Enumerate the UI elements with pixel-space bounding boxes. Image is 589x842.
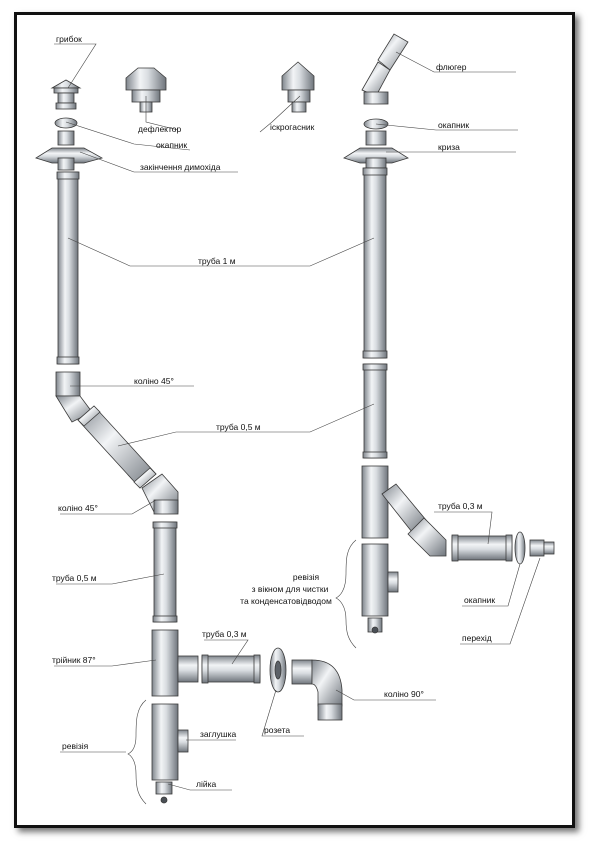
truba-1m-left	[56, 171, 80, 365]
label-revizia-right-3: та конденсатовідводом	[240, 596, 332, 606]
label-rozeta: розета	[264, 725, 290, 735]
label-revizia-right-2: з вікном для чистки	[252, 584, 329, 594]
okapnyk-ring-left	[54, 117, 78, 129]
okapnyk-side-ring	[514, 531, 526, 565]
label-grybok: грибок	[56, 34, 82, 44]
revizia-left-body	[151, 703, 189, 804]
label-revizia-right-1: ревізія	[293, 572, 320, 582]
label-triinyk-87: трійник 87°	[52, 655, 96, 665]
truba-03-horizontal-right	[451, 534, 513, 562]
kolino-90	[291, 659, 343, 721]
truba-1m-right	[362, 167, 388, 359]
label-okapnyk-top-left: окапник	[156, 140, 187, 150]
label-kolino-90: коліно 90°	[384, 689, 424, 699]
label-okapnyk-top-right: окапник	[438, 120, 469, 130]
triinyk-87-left	[151, 629, 199, 697]
label-perekhid: перехід	[462, 633, 492, 643]
label-iskrogasnyk: іскрогасник	[270, 122, 315, 132]
truba-03-horizontal-left	[201, 654, 261, 684]
leader-lines	[54, 43, 541, 805]
truba-05-right	[362, 363, 388, 459]
label-zakinchennia: закінчення димохіда	[140, 162, 221, 172]
fluger-cap	[361, 33, 409, 105]
perekhid-adapter	[529, 539, 555, 557]
diagram-frame	[14, 12, 575, 828]
label-truba-03-right: труба 0,3 м	[438, 501, 483, 511]
revizia-right-body	[361, 543, 399, 634]
label-zaglushka: заглушка	[200, 729, 236, 739]
truba-05-diagonal	[77, 405, 157, 489]
label-fluger: флюгер	[436, 62, 467, 72]
label-truba-03-left: труба 0,3 м	[202, 629, 247, 639]
grybok-cap	[50, 79, 82, 110]
zakinchennia-flashing	[35, 130, 104, 171]
truba-05-left	[152, 521, 178, 623]
label-truba-05-mid: труба 0,5 м	[216, 422, 261, 432]
kolino-45-bottom	[141, 473, 179, 515]
triinyk-45-right	[361, 465, 427, 539]
kryza-flashing	[343, 130, 409, 169]
label-truba-1m: труба 1 м	[198, 256, 236, 266]
label-kolino-45-bottom: коліно 45°	[58, 503, 98, 513]
label-deflektor: дефлектор	[138, 124, 182, 134]
kolino-right-side	[407, 517, 447, 557]
rozeta-plate	[269, 647, 287, 693]
label-okapnyk-side: окапник	[464, 595, 495, 605]
label-kryza: криза	[438, 142, 460, 152]
label-kolino-45-top: коліно 45°	[134, 376, 174, 386]
iskrogasnyk-cap	[281, 61, 315, 113]
label-liika: лійка	[196, 779, 217, 789]
label-revizia-left: ревізія	[62, 741, 89, 751]
label-truba-05-left: труба 0,5 м	[52, 573, 97, 583]
